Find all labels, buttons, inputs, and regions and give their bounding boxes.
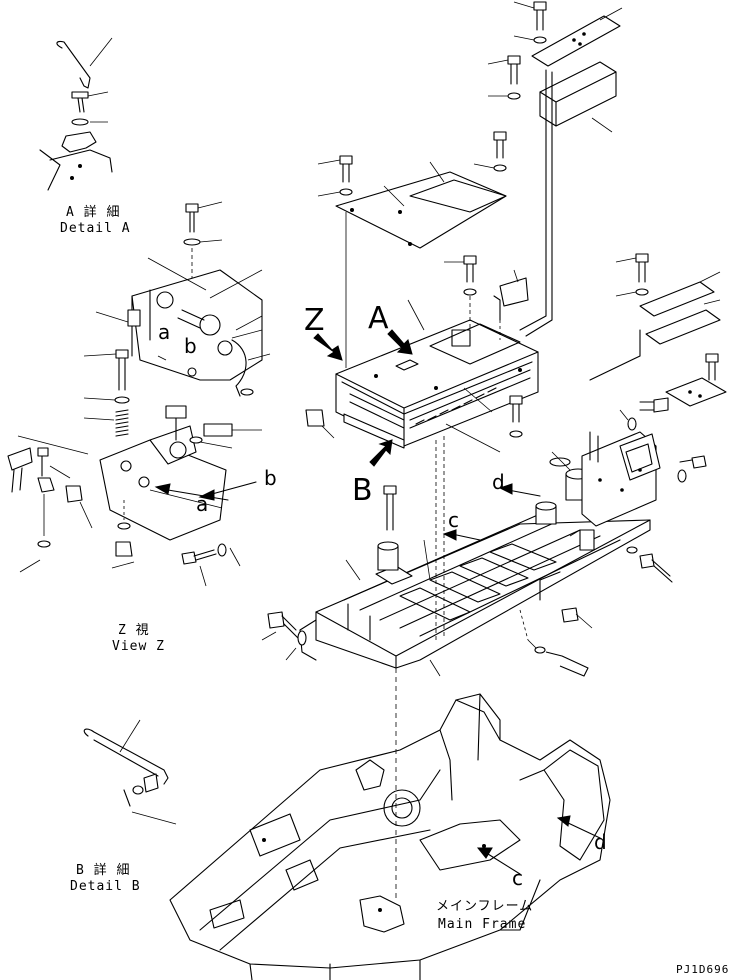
callout-c-lower-1: c xyxy=(448,508,459,532)
callout-a: A xyxy=(368,301,389,336)
right-upper-bracket xyxy=(487,1,623,337)
view-z-title-en: View Z xyxy=(112,639,165,654)
callout-c-lower-2: c xyxy=(512,866,523,890)
callout-b: B xyxy=(352,473,373,508)
callout-b-lower-1: b xyxy=(184,334,197,358)
callout-d-lower-1: d xyxy=(492,470,505,494)
view-z-title-jp: Z 視 xyxy=(118,623,150,638)
mount-tray xyxy=(261,431,673,677)
view-z-assembly xyxy=(7,201,271,587)
detail-a-title-en: Detail A xyxy=(60,221,131,236)
upper-cover-plates xyxy=(317,131,507,368)
control-box xyxy=(305,255,539,467)
detail-a-assembly xyxy=(39,37,113,191)
right-mount-parts xyxy=(589,253,727,483)
detail-b-title-jp: B 詳 細 xyxy=(76,863,131,878)
detail-b-assembly xyxy=(83,719,177,825)
drawing-code: PJ1D696 xyxy=(676,963,730,976)
main-frame-structure xyxy=(169,668,611,980)
callout-a-lower-2: a xyxy=(196,492,209,516)
callout-d-lower-2: d xyxy=(594,830,607,854)
main-frame-label-jp: メインフレーム xyxy=(436,899,534,914)
callout-b-lower-2: b xyxy=(264,466,277,490)
callout-z: Z xyxy=(304,303,325,338)
detail-b-title-en: Detail B xyxy=(70,879,141,894)
callout-a-lower-1: a xyxy=(158,320,171,344)
main-frame-label-en: Main Frame xyxy=(438,917,527,932)
detail-a-title-jp: A 詳 細 xyxy=(66,205,121,220)
